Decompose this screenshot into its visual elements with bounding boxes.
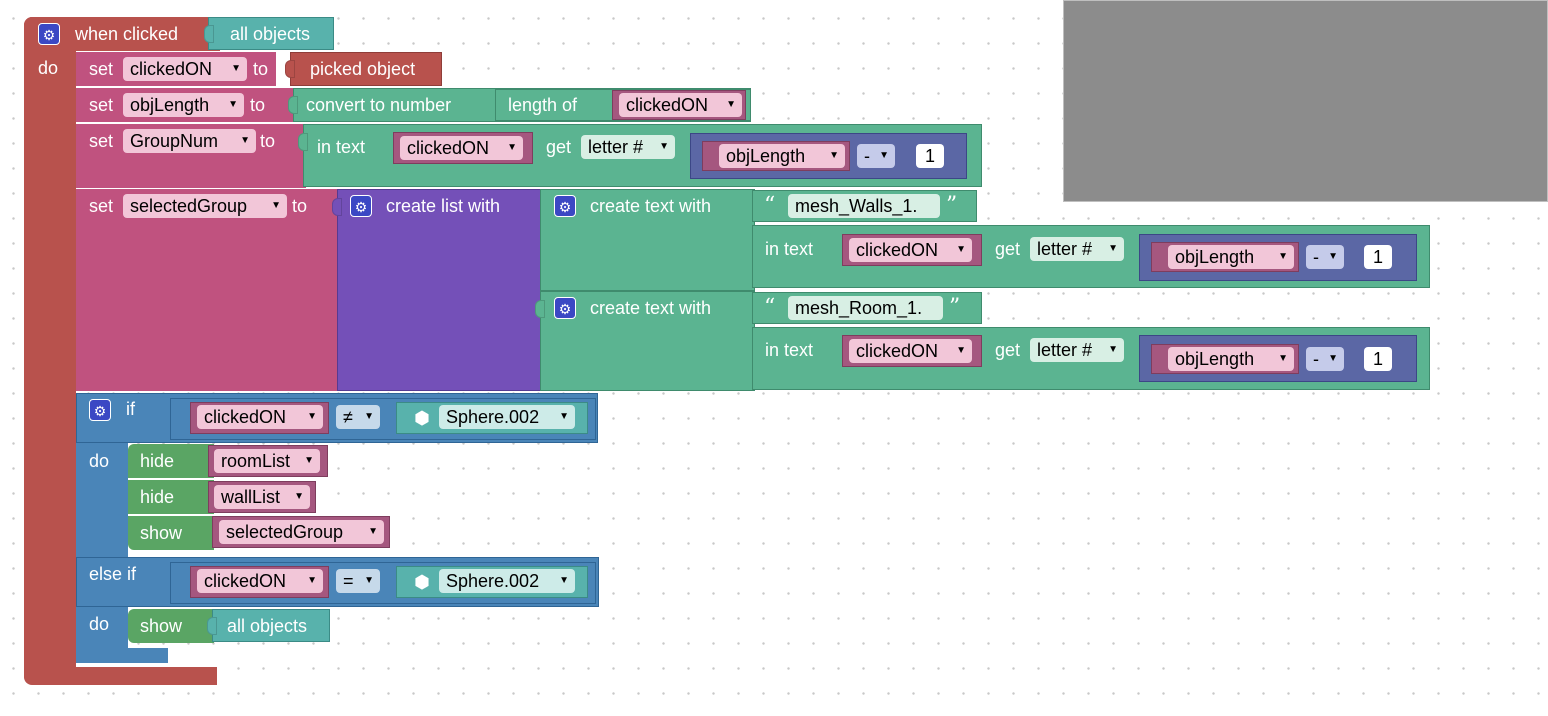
picked-object-label: picked object: [310, 59, 416, 79]
var-dropdown-objLength[interactable]: objLength▼: [719, 144, 845, 168]
gear-icon[interactable]: ⚙: [554, 195, 576, 217]
chevron-down-icon: ▼: [307, 575, 317, 586]
all-objects-block[interactable]: [212, 609, 330, 642]
chevron-down-icon: ▼: [228, 99, 238, 110]
var-dropdown-objLength[interactable]: objLength▼: [123, 93, 244, 117]
chevron-down-icon: ▼: [879, 150, 889, 161]
var-dropdown-wallList[interactable]: wallList▼: [214, 485, 310, 509]
event-block-footer: [24, 667, 217, 685]
var-dropdown-selectedGroup[interactable]: selectedGroup▼: [219, 520, 384, 544]
var-dropdown-GroupNum[interactable]: GroupNum▼: [123, 129, 256, 153]
event-target-block[interactable]: [208, 17, 334, 50]
gear-icon[interactable]: ⚙: [89, 399, 111, 421]
text-field-mesh-walls[interactable]: mesh_Walls_1.: [788, 194, 940, 218]
operator-dropdown-minus[interactable]: -▼: [1306, 245, 1344, 269]
all-objects-label: all objects: [227, 616, 308, 636]
chevron-down-icon: ▼: [559, 575, 569, 586]
object-dropdown-sphere[interactable]: Sphere.002▼: [439, 569, 575, 593]
object-dropdown-sphere[interactable]: Sphere.002▼: [439, 405, 575, 429]
chevron-down-icon: ▼: [956, 244, 966, 255]
chevron-down-icon: ▼: [304, 455, 314, 466]
event-block-spine[interactable]: [24, 17, 76, 684]
set-selectedGroup-block[interactable]: [76, 189, 338, 391]
var-dropdown-objLength[interactable]: objLength▼: [1168, 347, 1294, 371]
letter-mode-dropdown[interactable]: letter #▼: [1030, 338, 1124, 362]
chevron-down-icon: ▼: [1278, 353, 1288, 364]
var-dropdown-clickedON[interactable]: clickedON▼: [619, 93, 742, 117]
gear-icon[interactable]: ⚙: [350, 195, 372, 217]
show-selectedGroup-block[interactable]: [128, 516, 214, 550]
gear-icon[interactable]: ⚙: [38, 23, 60, 45]
var-dropdown-selectedGroup[interactable]: selectedGroup▼: [123, 194, 287, 218]
event-target-label: all objects: [230, 24, 311, 44]
var-dropdown-clickedON[interactable]: clickedON▼: [197, 405, 323, 429]
number-field[interactable]: 1: [1364, 347, 1392, 371]
var-dropdown-objLength[interactable]: objLength▼: [1168, 245, 1294, 269]
chevron-down-icon: ▼: [271, 200, 281, 211]
chevron-down-icon: ▼: [829, 150, 839, 161]
if-block-footer: [76, 648, 168, 663]
chevron-down-icon: ▼: [368, 526, 378, 537]
create-list-block[interactable]: [337, 189, 541, 391]
do-label: do: [38, 58, 59, 78]
gear-icon[interactable]: ⚙: [554, 297, 576, 319]
chevron-down-icon: ▼: [1108, 243, 1118, 254]
operator-dropdown-eq[interactable]: =▼: [336, 569, 380, 593]
chevron-down-icon: ▼: [364, 411, 374, 422]
cube-icon: ⬢: [414, 408, 430, 428]
number-field[interactable]: 1: [1364, 245, 1392, 269]
var-dropdown-clickedON[interactable]: clickedON▼: [400, 136, 523, 160]
chevron-down-icon: ▼: [1278, 251, 1288, 262]
chevron-down-icon: ▼: [231, 63, 241, 74]
chevron-down-icon: ▼: [559, 411, 569, 422]
operator-dropdown-minus[interactable]: -▼: [857, 144, 895, 168]
var-dropdown-clickedON[interactable]: clickedON▼: [849, 339, 972, 363]
chevron-down-icon: ▼: [1328, 353, 1338, 364]
chevron-down-icon: ▼: [659, 141, 669, 152]
operator-dropdown-neq[interactable]: ≠▼: [336, 405, 380, 429]
text-field-mesh-room[interactable]: mesh_Room_1.: [788, 296, 943, 320]
cube-icon: ⬢: [414, 572, 430, 592]
picked-object-block[interactable]: [290, 52, 442, 86]
operator-dropdown-minus[interactable]: -▼: [1306, 347, 1344, 371]
letter-mode-dropdown[interactable]: letter #▼: [581, 135, 675, 159]
chevron-down-icon: ▼: [307, 411, 317, 422]
chevron-down-icon: ▼: [726, 99, 736, 110]
viewport-preview: [1063, 0, 1548, 202]
letter-mode-dropdown[interactable]: letter #▼: [1030, 237, 1124, 261]
hide-wallList-block[interactable]: [128, 480, 214, 514]
chevron-down-icon: ▼: [507, 142, 517, 153]
chevron-down-icon: ▼: [1328, 251, 1338, 262]
hide-roomList-block[interactable]: [128, 444, 214, 478]
number-field[interactable]: 1: [916, 144, 944, 168]
chevron-down-icon: ▼: [1108, 344, 1118, 355]
chevron-down-icon: ▼: [294, 491, 304, 502]
chevron-down-icon: ▼: [240, 135, 250, 146]
event-title: when clicked: [75, 24, 179, 44]
chevron-down-icon: ▼: [364, 575, 374, 586]
chevron-down-icon: ▼: [956, 345, 966, 356]
var-dropdown-clickedON[interactable]: clickedON▼: [849, 238, 972, 262]
var-dropdown-roomList[interactable]: roomList▼: [214, 449, 320, 473]
var-dropdown-clickedON[interactable]: clickedON▼: [123, 57, 247, 81]
show-all-objects-block[interactable]: [128, 609, 214, 643]
var-dropdown-clickedON[interactable]: clickedON▼: [197, 569, 323, 593]
